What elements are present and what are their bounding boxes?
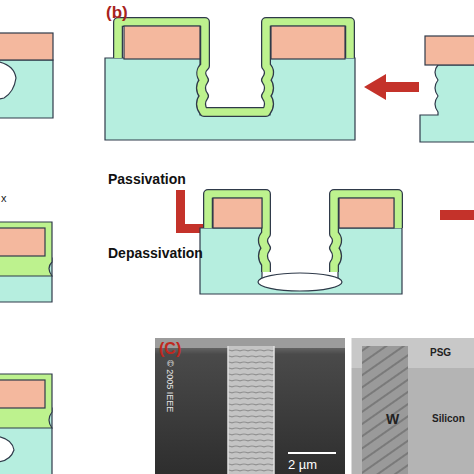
copyright-note: © 2005 IEEE (165, 360, 174, 412)
process-arrow (440, 210, 474, 220)
axis-label: x (1, 193, 7, 204)
sem-micrograph (350, 338, 474, 474)
scale-bar-label: 2 µm (288, 458, 317, 471)
step-label: Passivation (108, 172, 186, 186)
material-label: W (386, 412, 399, 426)
cross-section-partial (420, 36, 474, 142)
cross-section-partial (0, 374, 52, 474)
step-label: Depassivation (108, 246, 203, 260)
cross-section-passivated (105, 22, 355, 140)
cross-section-depassivated (200, 194, 402, 294)
cross-section-partial (0, 222, 52, 302)
material-label: PSG (430, 348, 451, 358)
cross-section-partial (0, 33, 53, 118)
material-label: Silicon (432, 414, 465, 424)
panel-label: (b) (106, 4, 128, 21)
process-arrow (364, 74, 419, 100)
panel-label: (C) (159, 341, 181, 357)
sem-micrograph (155, 338, 345, 474)
